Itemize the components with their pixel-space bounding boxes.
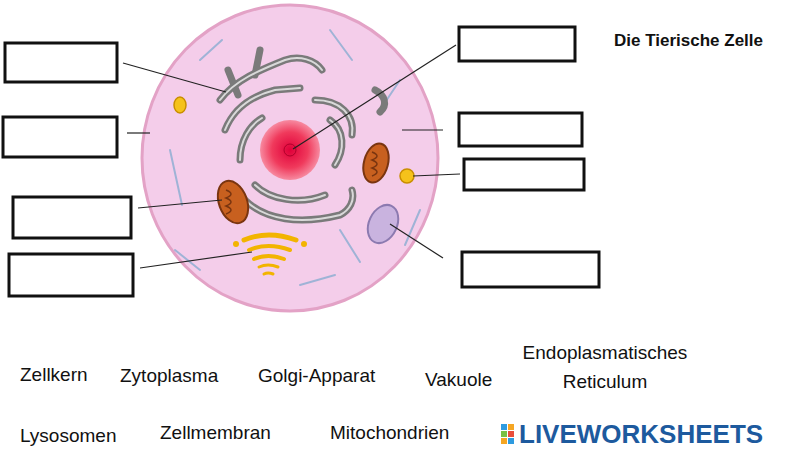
vacuole <box>362 200 404 248</box>
nucleolus <box>284 144 296 156</box>
word-bank-term: Zytoplasma <box>120 365 218 387</box>
cell-membrane <box>142 5 438 311</box>
nucleus <box>260 120 320 180</box>
mitochondria <box>212 141 392 228</box>
logo-icon <box>501 424 514 444</box>
watermark: LIVEWORKSHEETS <box>519 420 763 450</box>
answer-box <box>3 27 599 296</box>
word-bank-term: Zellmembran <box>160 422 271 444</box>
word-bank-term: Zellkern <box>20 364 88 386</box>
word-bank-term: Lysosomen <box>20 425 116 447</box>
leader-line <box>123 45 460 268</box>
word-bank-term: Mitochondrien <box>330 422 449 444</box>
title: Die Tierische Zelle <box>614 31 763 51</box>
golgi-apparatus <box>233 235 307 274</box>
lysosome <box>174 97 414 183</box>
cytoskeleton <box>170 30 420 285</box>
word-bank-term: Vakuole <box>425 369 492 391</box>
word-bank-term: Golgi-Apparat <box>258 365 375 387</box>
word-bank-term: Endoplasmatisches Reticulum <box>505 338 705 396</box>
